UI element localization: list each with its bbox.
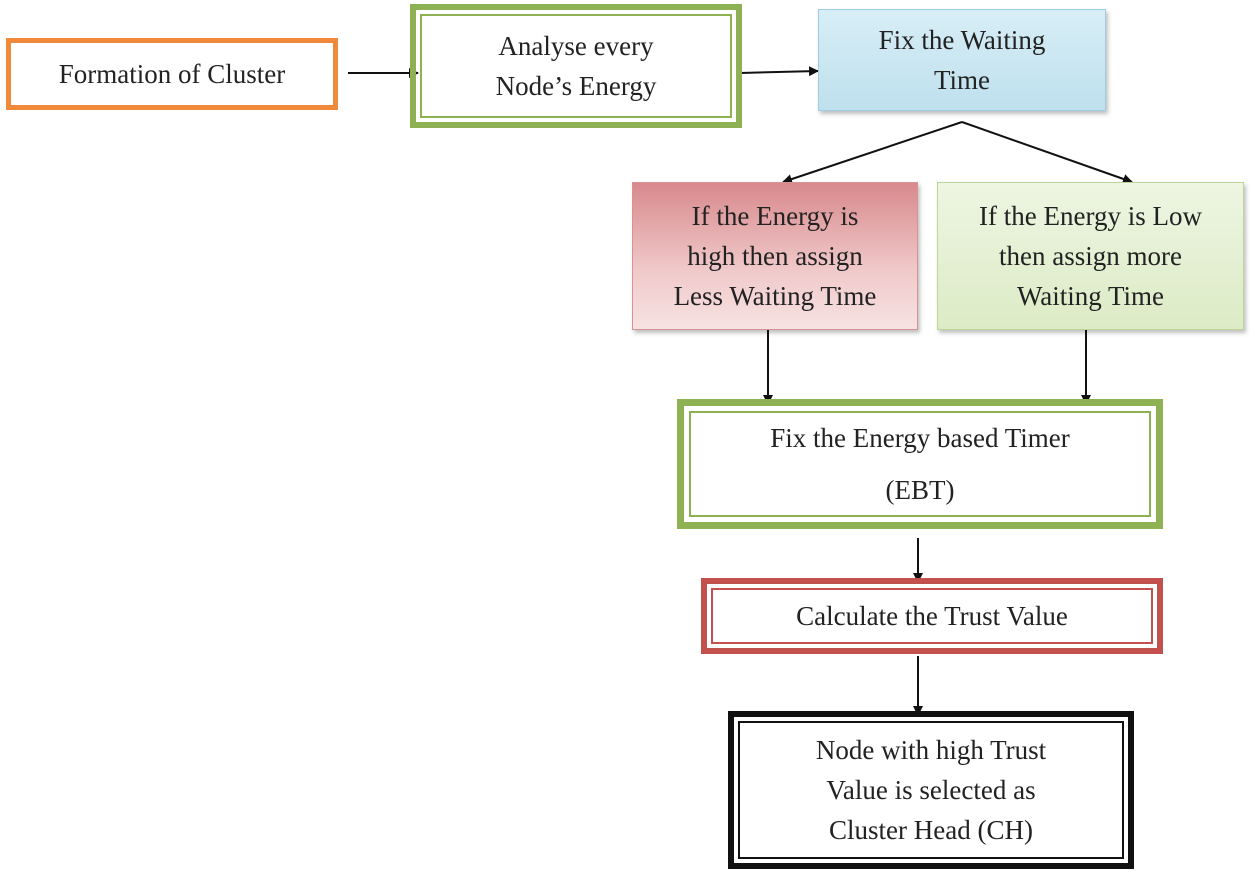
trust-label: Calculate the Trust Value <box>796 601 1068 631</box>
low-line-2: then assign more <box>999 241 1182 271</box>
arrow-waiting-to-low <box>961 121 1133 184</box>
analyse-node-energy-box: Analyse every Node’s Energy <box>410 4 742 128</box>
arrow-waiting-to-high <box>782 121 963 184</box>
formation-of-cluster-box: Formation of Cluster <box>6 38 338 110</box>
ch-line-3: Cluster Head (CH) <box>829 815 1033 845</box>
energy-based-timer-box: Fix the Energy based Timer (EBT) <box>677 399 1163 529</box>
ebt-line-2: (EBT) <box>885 475 955 505</box>
arrow-analyse-to-waiting <box>739 66 819 77</box>
ebt-line-1: Fix the Energy based Timer <box>770 423 1070 453</box>
high-energy-box: If the Energy is high then assign Less W… <box>632 182 918 330</box>
fix-waiting-time-box: Fix the Waiting Time <box>818 9 1106 111</box>
formation-label: Formation of Cluster <box>58 59 286 89</box>
waiting-line-1: Fix the Waiting <box>878 25 1046 55</box>
low-energy-box: If the Energy is Low then assign more Wa… <box>937 182 1244 330</box>
cluster-head-box: Node with high Trust Value is selected a… <box>728 711 1134 869</box>
ch-line-1: Node with high Trust <box>815 735 1047 765</box>
high-line-3: Less Waiting Time <box>673 281 877 311</box>
calculate-trust-box: Calculate the Trust Value <box>701 578 1163 654</box>
waiting-line-2: Time <box>933 65 991 95</box>
high-line-1: If the Energy is <box>691 201 859 231</box>
high-line-2: high then assign <box>687 241 863 271</box>
low-line-1: If the Energy is Low <box>979 201 1202 231</box>
analyse-line-1: Analyse every <box>498 31 654 61</box>
low-line-3: Waiting Time <box>1016 281 1165 311</box>
analyse-line-2: Node’s Energy <box>495 71 657 101</box>
ch-line-2: Value is selected as <box>826 775 1036 805</box>
